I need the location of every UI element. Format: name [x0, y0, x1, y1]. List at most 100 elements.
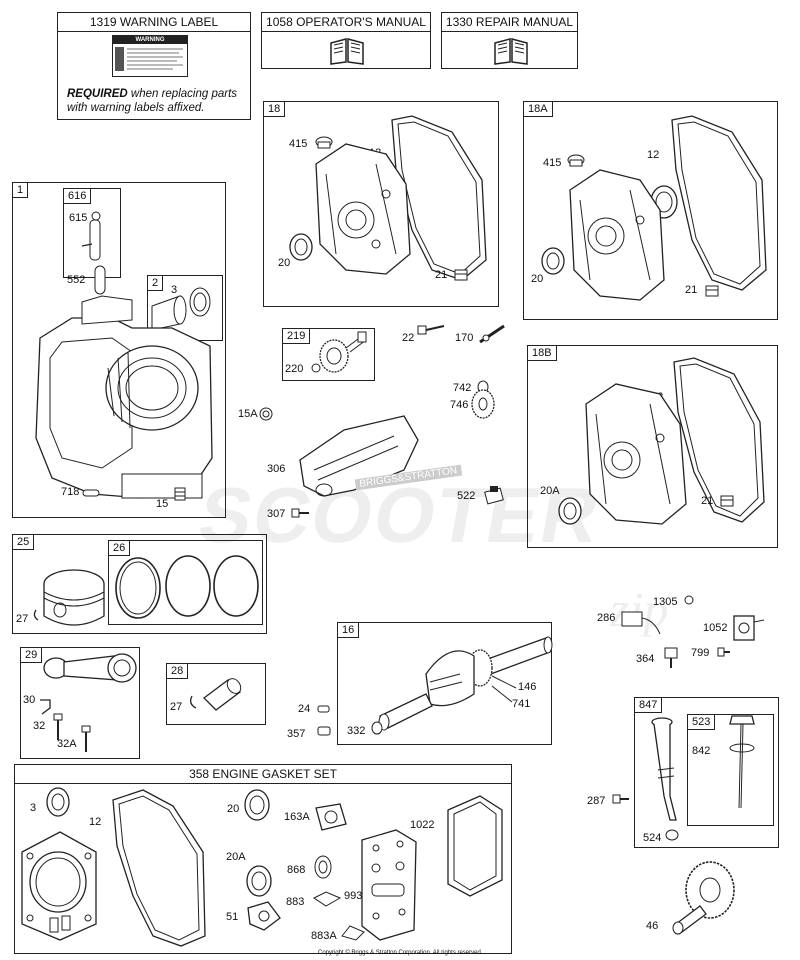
group-29-connecting-rod[interactable]: 29: [20, 647, 140, 759]
callout-1305[interactable]: 1305: [653, 596, 678, 608]
gasket-51-part[interactable]: [244, 898, 284, 934]
gasket-163a-part[interactable]: [312, 800, 348, 834]
callout-415[interactable]: 415: [543, 157, 562, 169]
callout-21[interactable]: 21: [685, 284, 698, 296]
gasket-outline-part[interactable]: [662, 110, 774, 300]
piston-part[interactable]: [30, 566, 110, 638]
callout-46[interactable]: 46: [646, 920, 659, 932]
bushing-part[interactable]: [148, 284, 212, 334]
warning-label-box[interactable]: 1319 WARNING LABEL WARNING REQUIRED when…: [57, 12, 251, 120]
bolt-part[interactable]: [416, 320, 446, 340]
breather-tube-part[interactable]: [70, 208, 110, 268]
screw-799-part[interactable]: [716, 646, 732, 658]
group-16-crankshaft[interactable]: 16: [337, 622, 552, 745]
gear-746-part[interactable]: [468, 386, 498, 422]
callout-552[interactable]: 552: [67, 274, 86, 286]
dipper-part[interactable]: [36, 696, 56, 718]
dipstick-part[interactable]: [722, 712, 762, 814]
rod-bolt-part[interactable]: [52, 712, 64, 742]
callout-307[interactable]: 307: [267, 508, 286, 520]
connecting-rod-part[interactable]: [42, 650, 138, 690]
group-1-cylinder[interactable]: 1 616 2: [12, 182, 226, 518]
callout-20a[interactable]: 20A: [226, 851, 246, 863]
oil-fill-cap-part[interactable]: [566, 152, 586, 170]
crankcase-cover-part[interactable]: [306, 134, 416, 280]
callout-522[interactable]: 522: [457, 490, 476, 502]
callout-718[interactable]: 718: [61, 486, 80, 498]
group-358-engine-gasket-set[interactable]: 358 ENGINE GASKET SET: [14, 764, 512, 954]
callout-286[interactable]: 286: [597, 612, 616, 624]
callout-332[interactable]: 332: [347, 725, 366, 737]
callout-146[interactable]: 146: [518, 681, 537, 693]
gasket-883a-part[interactable]: [340, 924, 366, 942]
callout-32a[interactable]: 32A: [57, 738, 77, 750]
camshaft-part[interactable]: [664, 861, 744, 938]
callout-883a[interactable]: 883A: [311, 930, 337, 942]
callout-287[interactable]: 287: [587, 795, 606, 807]
valve-522-part[interactable]: [482, 484, 506, 508]
callout-415[interactable]: 415: [289, 138, 308, 150]
callout-170[interactable]: 170: [455, 332, 474, 344]
gasket-993-part[interactable]: [356, 826, 420, 946]
oil-seal-part[interactable]: [287, 232, 315, 262]
oil-seal-part[interactable]: [556, 496, 584, 526]
group-616-box[interactable]: 616: [63, 188, 121, 278]
piston-pin-part[interactable]: [188, 670, 248, 714]
seal-524-part[interactable]: [664, 828, 680, 842]
callout-883[interactable]: 883: [286, 896, 305, 908]
callout-357[interactable]: 357: [287, 728, 306, 740]
dipstick-tube-part[interactable]: [650, 716, 690, 828]
group-26-rings[interactable]: 26: [108, 540, 263, 625]
repair-manual-box[interactable]: 1330 REPAIR MANUAL: [441, 12, 578, 69]
plug-21-part[interactable]: [703, 282, 721, 300]
plug-15-part[interactable]: [172, 486, 188, 502]
group-18b-crankcase-cover[interactable]: 18B: [527, 345, 778, 548]
callout-742[interactable]: 742: [453, 382, 472, 394]
callout-12[interactable]: 12: [647, 149, 660, 161]
callout-21[interactable]: 21: [701, 495, 714, 507]
group-523-dipstick[interactable]: 523: [687, 714, 774, 826]
callout-364[interactable]: 364: [636, 653, 655, 665]
seal-20a-part[interactable]: [244, 864, 274, 898]
callout-22[interactable]: 22: [402, 332, 415, 344]
callout-32[interactable]: 32: [33, 720, 46, 732]
group-847-dipstick-tube[interactable]: 847 523: [634, 697, 779, 848]
dowel-pin-part[interactable]: [93, 264, 107, 296]
callout-51[interactable]: 51: [226, 911, 239, 923]
key-357-part[interactable]: [316, 724, 332, 738]
plug-21-part[interactable]: [718, 492, 736, 510]
seal-868-part[interactable]: [312, 854, 334, 880]
crankcase-cover-part[interactable]: [560, 160, 670, 306]
group-18-crankcase-cover[interactable]: 18: [263, 101, 499, 307]
sensor-286-part[interactable]: [620, 606, 670, 640]
gasket-1022-part[interactable]: [440, 792, 508, 902]
piston-rings-part[interactable]: [112, 552, 262, 622]
oil-fill-cap-part[interactable]: [314, 134, 334, 152]
gasket-12-part[interactable]: [103, 786, 213, 952]
callout-20[interactable]: 20: [278, 257, 291, 269]
callout-15a[interactable]: 15A: [238, 408, 258, 420]
gasket-outline-part[interactable]: [664, 352, 774, 532]
screw-287-part[interactable]: [611, 792, 631, 806]
cylinder-block-part[interactable]: [22, 295, 222, 508]
callout-30[interactable]: 30: [23, 694, 36, 706]
governor-shaft-part[interactable]: [478, 322, 508, 346]
seal-20-part[interactable]: [242, 788, 272, 822]
callout-27[interactable]: 27: [170, 701, 183, 713]
callout-24[interactable]: 24: [298, 703, 311, 715]
callout-306[interactable]: 306: [267, 463, 286, 475]
group-28-piston-pin[interactable]: 28: [166, 663, 266, 725]
callout-3[interactable]: 3: [30, 802, 37, 814]
screw-307-part[interactable]: [290, 506, 310, 520]
callout-3[interactable]: 3: [171, 284, 178, 296]
head-gasket-part[interactable]: [16, 826, 100, 944]
plug-21-part[interactable]: [452, 266, 470, 284]
callout-220[interactable]: 220: [285, 363, 304, 375]
screw-1305-part[interactable]: [682, 594, 696, 606]
operator-manual-box[interactable]: 1058 OPERATOR'S MANUAL: [261, 12, 431, 69]
oil-seal-part[interactable]: [539, 246, 567, 276]
callout-21[interactable]: 21: [435, 269, 448, 281]
group-25-piston[interactable]: 25 26: [12, 534, 267, 634]
callout-524[interactable]: 524: [643, 832, 662, 844]
callout-746[interactable]: 746: [450, 399, 469, 411]
